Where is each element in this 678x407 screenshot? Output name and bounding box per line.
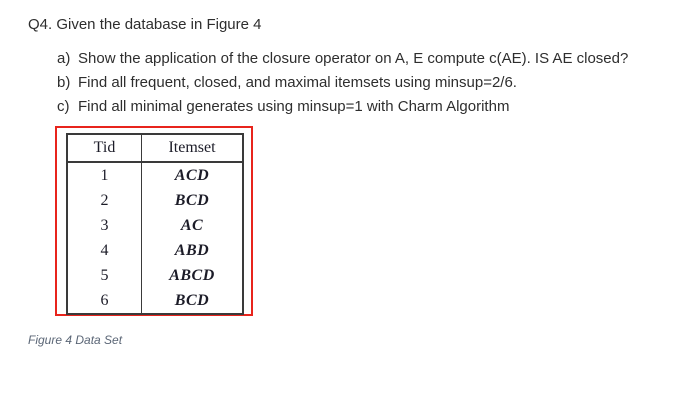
question-title: Q4. Given the database in Figure 4: [28, 16, 262, 33]
data-table-body: 1 ACD 2 BCD 3 AC 4 ABD 5 ABCD: [66, 162, 244, 314]
question-item-b-text: Find all frequent, closed, and maximal i…: [78, 74, 517, 91]
question-item-c-label: c): [57, 98, 70, 115]
data-table-header: Tid Itemset: [66, 134, 244, 163]
figure-red-highlight-box: Tid Itemset 1 ACD 2 BCD 3 AC 4: [55, 126, 253, 316]
cell-tid: 1: [66, 162, 142, 188]
cell-itemset: ABD: [141, 238, 244, 263]
figure-caption: Figure 4 Data Set: [28, 333, 123, 347]
table-row: 5 ABCD: [66, 263, 244, 288]
cell-itemset: ACD: [141, 162, 244, 188]
header-tid: Tid: [66, 134, 142, 163]
cell-tid: 5: [66, 263, 142, 288]
table-row: 2 BCD: [66, 188, 244, 213]
cell-itemset: BCD: [141, 288, 244, 314]
table-row: 4 ABD: [66, 238, 244, 263]
question-item-c-text: Find all minimal generates using minsup=…: [78, 98, 510, 115]
question-item-a-label: a): [57, 50, 71, 67]
table-row: 6 BCD: [66, 288, 244, 314]
question-item-a-text: Show the application of the closure oper…: [78, 50, 629, 67]
cell-tid: 3: [66, 213, 142, 238]
cell-tid: 4: [66, 238, 142, 263]
cell-itemset: BCD: [141, 188, 244, 213]
data-table: Tid Itemset 1 ACD 2 BCD 3 AC 4: [66, 133, 244, 315]
header-itemset: Itemset: [141, 134, 244, 163]
cell-itemset: AC: [141, 213, 244, 238]
table-row: 3 AC: [66, 213, 244, 238]
cell-tid: 2: [66, 188, 142, 213]
table-row: 1 ACD: [66, 162, 244, 188]
table-header-row: Tid Itemset: [66, 134, 244, 163]
question-item-b-label: b): [57, 74, 71, 91]
cell-itemset: ABCD: [141, 263, 244, 288]
question-item-c: c) Find all minimal generates using minsu…: [57, 98, 509, 116]
cell-tid: 6: [66, 288, 142, 314]
question-item-a: a) Show the application of the closure op…: [57, 50, 628, 68]
question-item-b: b) Find all frequent, closed, and maximal…: [57, 74, 517, 92]
